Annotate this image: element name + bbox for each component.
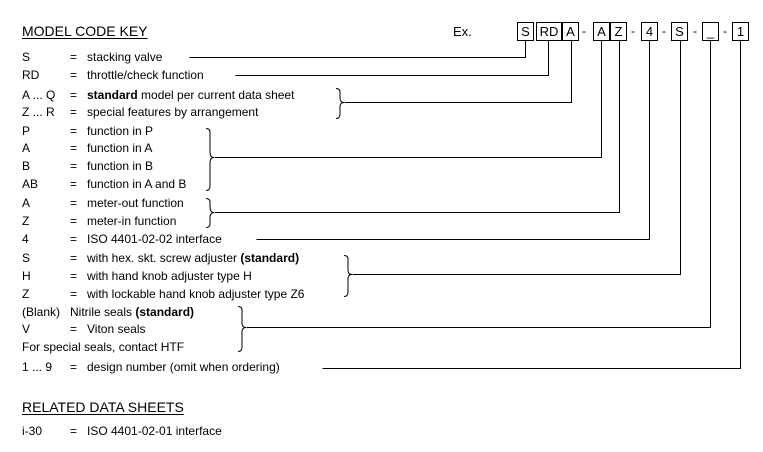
row-text: Nitrile seals	[70, 305, 136, 319]
row-bold: (standard)	[135, 305, 195, 319]
brace	[205, 128, 215, 191]
related-data-sheets-title: RELATED DATA SHEETS	[22, 399, 184, 415]
equals-sign: =	[70, 360, 78, 374]
row-description: with hex. skt. screw adjuster (standard)	[87, 251, 299, 265]
row-bold: standard	[87, 88, 138, 102]
row-code: B	[22, 159, 31, 173]
row-code: (Blank)	[22, 305, 61, 319]
equals-sign: =	[70, 50, 78, 64]
code-separator: -	[693, 24, 697, 38]
brace	[343, 255, 353, 297]
row-description: function in B	[87, 159, 154, 173]
connector-line	[246, 41, 711, 328]
code-box-rd: RD	[536, 22, 562, 41]
row-description: stacking valve	[87, 50, 163, 64]
row-code: 4	[22, 232, 29, 246]
brace	[335, 88, 345, 119]
code-box-s2: S	[671, 22, 688, 41]
connector-line	[344, 41, 572, 103]
row-description: with lockable hand knob adjuster type Z6	[87, 287, 305, 301]
code-separator: -	[662, 24, 666, 38]
row-description: standard model per current data sheet	[87, 88, 294, 102]
equals-sign: =	[70, 196, 78, 210]
row-description: function in A and B	[87, 177, 187, 191]
code-box-4: 4	[641, 22, 658, 41]
row-code: Z	[22, 214, 30, 228]
row-description: function in A	[87, 141, 153, 155]
equals-sign: =	[70, 124, 78, 138]
equals-sign: =	[70, 141, 78, 155]
connector-line	[214, 41, 620, 213]
equals-sign: =	[70, 177, 78, 191]
brace	[205, 198, 215, 228]
equals-sign: =	[70, 232, 78, 246]
row-code: 1 ... 9	[22, 360, 53, 374]
row-description: meter-out function	[87, 196, 184, 210]
row-text: with hex. skt. screw adjuster	[87, 251, 241, 265]
model-code-key-title: MODEL CODE KEY	[22, 23, 148, 39]
row-code: P	[22, 124, 31, 138]
row-code: AB	[22, 177, 39, 191]
equals-sign: =	[70, 287, 78, 301]
equals-sign: =	[70, 68, 78, 82]
row-description: function in P	[87, 124, 154, 138]
related-description: ISO 4401-02-01 interface	[87, 424, 222, 438]
row-description: special features by arrangement	[87, 105, 259, 119]
row-description: Viton seals	[87, 322, 146, 336]
equals-sign: =	[70, 214, 78, 228]
equals-sign: =	[70, 105, 78, 119]
connector-line	[352, 41, 681, 275]
brace	[237, 306, 247, 352]
row-code: S	[22, 50, 31, 64]
code-box-1: 1	[732, 22, 749, 41]
code-box-a1: A	[562, 22, 579, 41]
connector-line	[322, 41, 741, 369]
row-code: A ... Q	[22, 88, 56, 102]
equals-sign: =	[70, 88, 78, 102]
connector-line	[235, 41, 549, 76]
row-code: Z	[22, 287, 30, 301]
example-label: Ex.	[453, 24, 472, 39]
code-separator: -	[723, 24, 727, 38]
equals-sign: =	[70, 322, 78, 336]
row-code: V	[22, 322, 31, 336]
row-code: H	[22, 269, 31, 283]
row-description: Nitrile seals (standard)	[70, 305, 194, 319]
row-bold: (standard)	[240, 251, 300, 265]
equals-sign: =	[70, 251, 78, 265]
row-text: model per current data sheet	[137, 88, 295, 102]
row-description: meter-in function	[87, 214, 177, 228]
code-separator: -	[631, 24, 635, 38]
code-box-a2: A	[593, 22, 610, 41]
row-description: design number (omit when ordering)	[87, 360, 280, 374]
connector-line	[256, 41, 650, 240]
row-code: Z ... R	[22, 105, 55, 119]
connector-line	[214, 41, 602, 158]
code-separator: -	[582, 24, 586, 38]
equals-sign: =	[70, 269, 78, 283]
code-box-z: Z	[610, 22, 627, 41]
code-box-blank: _	[702, 22, 719, 41]
row-code: A	[22, 196, 31, 210]
related-code: i-30	[22, 424, 43, 438]
row-description: with hand knob adjuster type H	[87, 269, 252, 283]
row-description: For special seals, contact HTF	[22, 340, 185, 354]
row-description: ISO 4401-02-02 interface	[87, 232, 222, 246]
row-code: RD	[22, 68, 40, 82]
equals-sign: =	[70, 424, 78, 438]
code-box-s: S	[517, 22, 534, 41]
row-code: S	[22, 251, 31, 265]
connector-line	[189, 41, 526, 58]
equals-sign: =	[70, 159, 78, 173]
row-code: A	[22, 141, 31, 155]
row-description: throttle/check function	[87, 68, 204, 82]
